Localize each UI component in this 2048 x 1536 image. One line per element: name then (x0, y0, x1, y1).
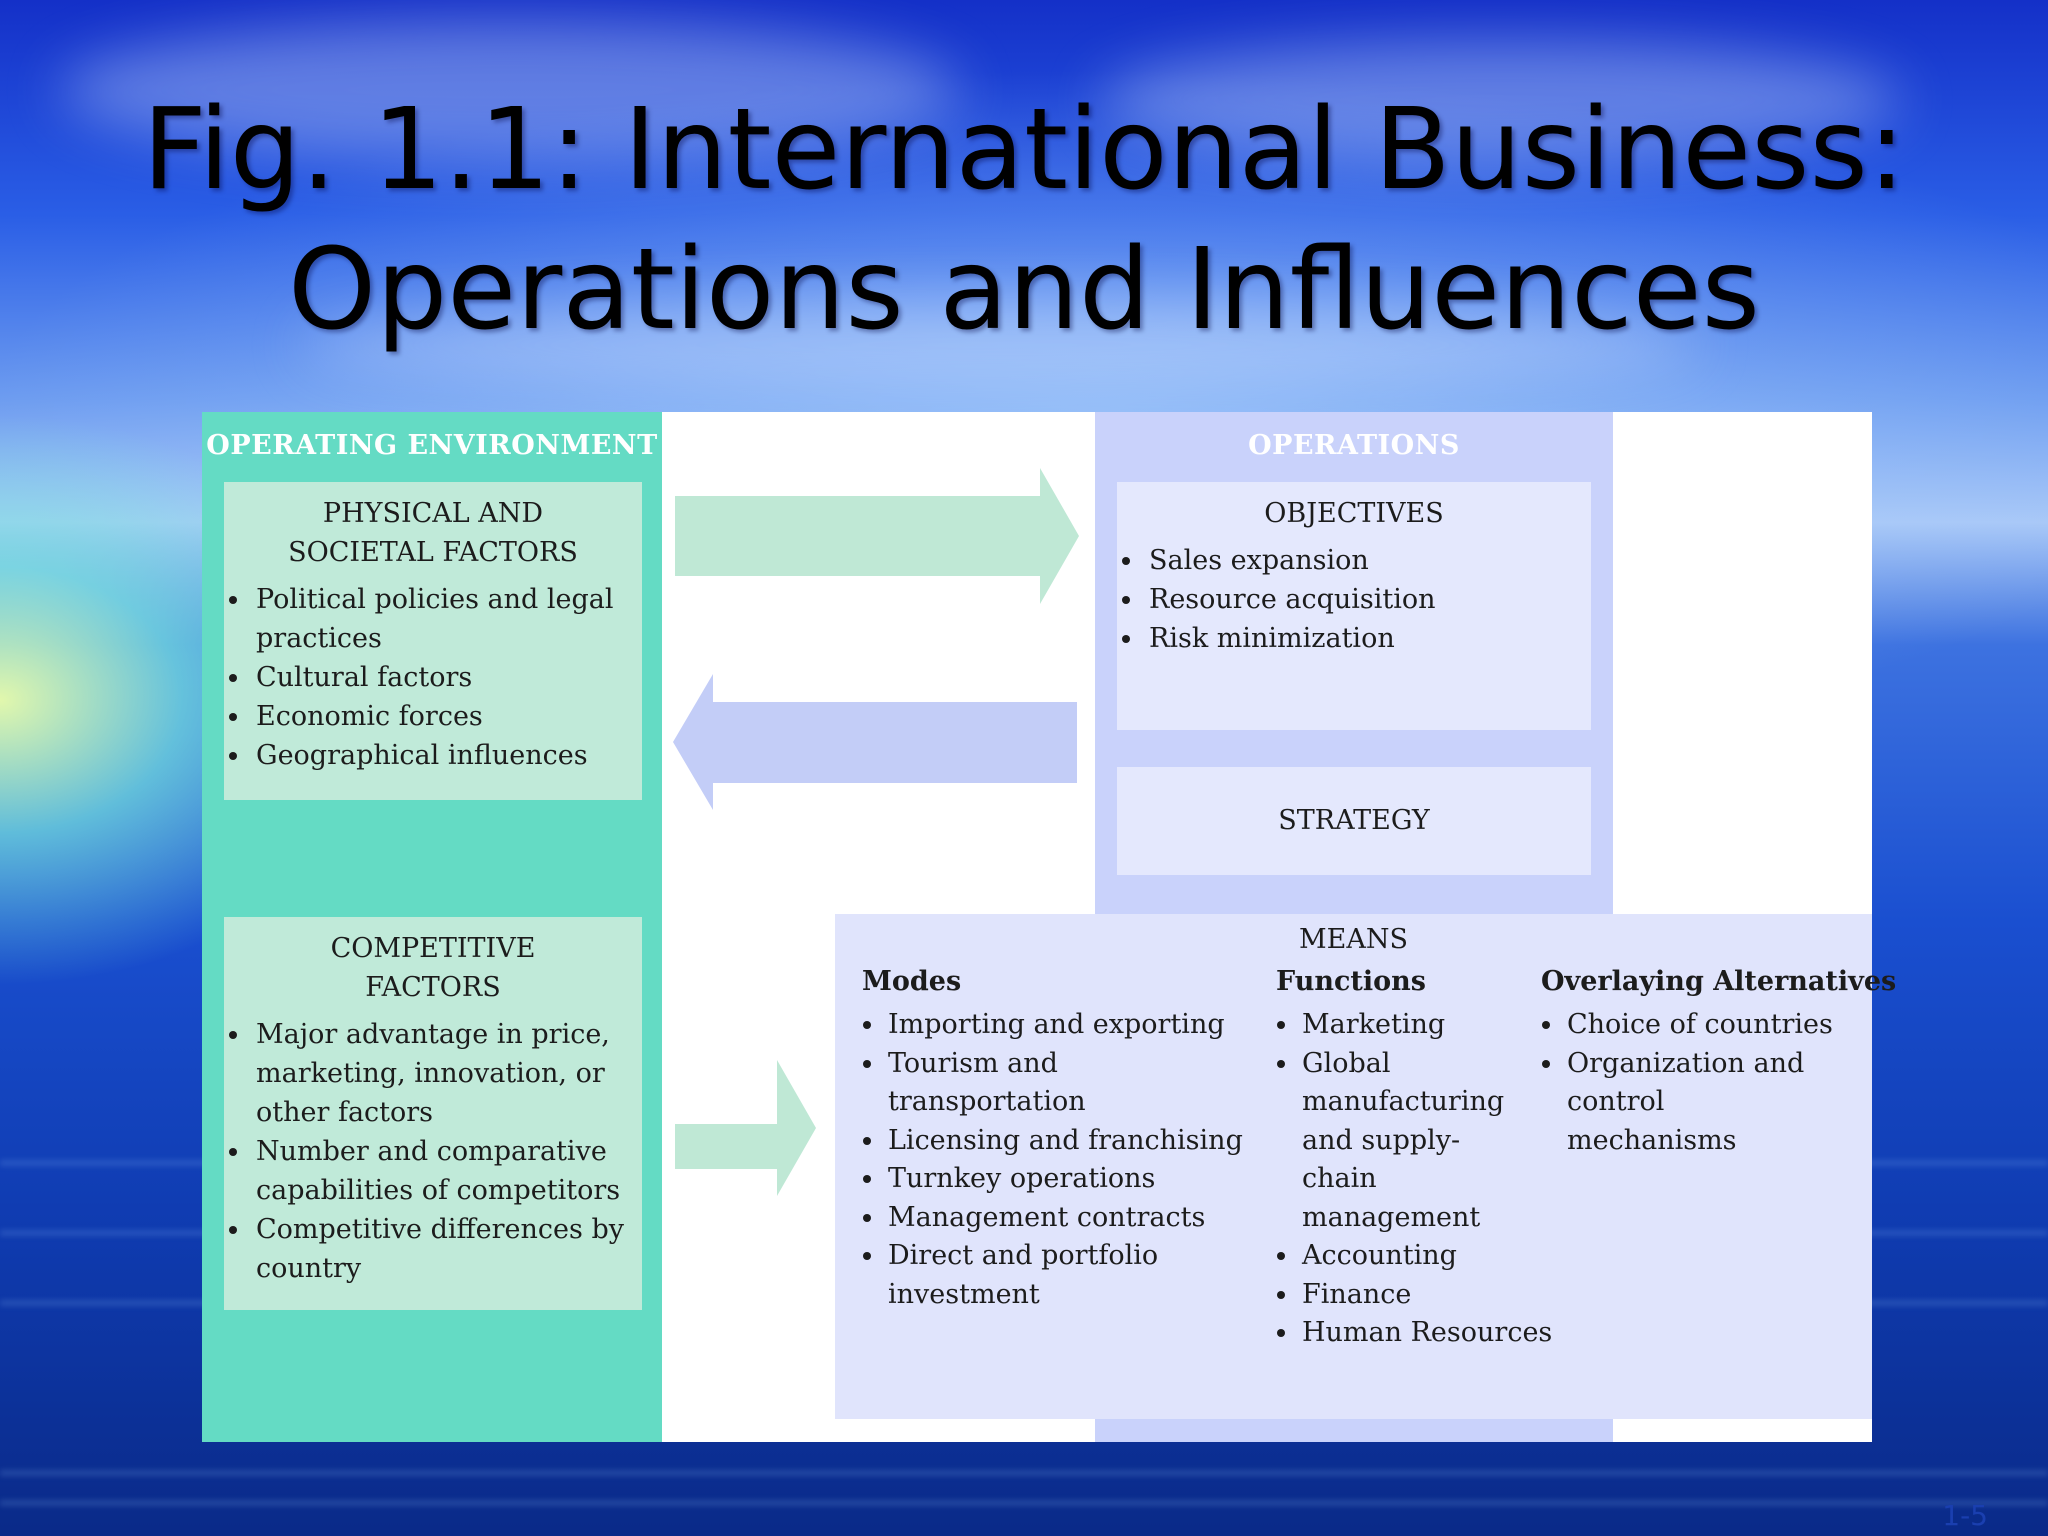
list-item: Cultural factors (252, 658, 642, 697)
list-item: Resource acquisition (1145, 580, 1591, 619)
modes-heading: Modes (862, 966, 962, 997)
list-item: Number and comparative capabilities of c… (252, 1132, 642, 1210)
overlaying-alternatives-heading: Overlaying Alternatives (1541, 966, 1897, 997)
sky-cloud (1100, 40, 1900, 160)
physical-societal-list: Political policies and legal practices C… (224, 580, 642, 775)
means-heading: MEANS (1299, 924, 1408, 955)
overlaying-alternatives-column: Overlaying Alternatives Choice of countr… (1541, 964, 1897, 1160)
flow-arrows (673, 468, 1079, 1196)
list-item: Major advantage in price, marketing, inn… (252, 1015, 642, 1132)
arrow-right-to-means (675, 1060, 816, 1196)
list-item: Choice of countries (1565, 1006, 1866, 1045)
list-item: Organization and control mechanisms (1565, 1045, 1837, 1161)
functions-heading: Functions (1276, 966, 1426, 997)
list-item: Direct and portfolio investment (886, 1237, 1188, 1314)
page-number: 1-5 (1942, 1499, 1988, 1532)
list-item: Economic forces (252, 697, 642, 736)
slide-title: Fig. 1.1: International Business: Operat… (0, 80, 2048, 360)
competitive-factors-box: COMPETITIVE FACTORS Major advantage in p… (224, 917, 642, 1310)
means-box: MEANS Modes Importing and exporting Tour… (835, 914, 1897, 1419)
list-item: Human Resources (1300, 1314, 1552, 1353)
physical-societal-heading-line-1: PHYSICAL AND (322, 498, 544, 529)
list-item: Finance (1300, 1276, 1541, 1315)
list-item: Accounting (1300, 1237, 1541, 1276)
physical-societal-heading: PHYSICAL AND SOCIETAL FACTORS (224, 494, 642, 572)
sea-wave (0, 1500, 2048, 1506)
operating-environment-header: OPERATING ENVIRONMENT (206, 430, 658, 461)
slide-title-line-2: Operations and Influences (288, 225, 1760, 355)
objectives-box: OBJECTIVES Sales expansion Resource acqu… (1117, 482, 1591, 730)
modes-list: Importing and exporting Tourism and tran… (862, 1006, 1252, 1314)
slide-title-line-1: Fig. 1.1: International Business: (142, 85, 1906, 215)
competitive-heading: COMPETITIVE FACTORS (224, 929, 642, 1007)
list-item: Tourism and transportation (886, 1045, 1252, 1122)
sky-cloud (60, 20, 960, 160)
list-item: Licensing and franchising (886, 1122, 1252, 1161)
objectives-list: Sales expansion Resource acquisition Ris… (1117, 541, 1591, 658)
list-item: Importing and exporting (886, 1006, 1252, 1045)
sea-wave (0, 1470, 2048, 1476)
list-item: Risk minimization (1145, 619, 1591, 658)
competitive-heading-line-2: FACTORS (365, 972, 501, 1003)
physical-societal-factors-box: PHYSICAL AND SOCIETAL FACTORS Political … (224, 482, 642, 800)
modes-column: Modes Importing and exporting Tourism an… (862, 964, 1252, 1314)
functions-list: Marketing Global manufacturing and suppl… (1276, 1006, 1552, 1353)
overlaying-alternatives-list: Choice of countries Organization and con… (1541, 1006, 1866, 1160)
sky-cloud (300, 300, 1700, 390)
objectives-heading: OBJECTIVES (1264, 498, 1444, 529)
list-item: Turnkey operations (886, 1160, 1252, 1199)
list-item: Political policies and legal practices (252, 580, 642, 658)
competitive-heading-line-1: COMPETITIVE (330, 933, 536, 964)
list-item: Marketing (1300, 1006, 1541, 1045)
list-item: Geographical influences (252, 736, 642, 775)
arrow-left-to-environment (673, 674, 1077, 810)
strategy-box: STRATEGY (1117, 767, 1591, 875)
list-item: Sales expansion (1145, 541, 1591, 580)
list-item: Competitive differences by country (252, 1210, 642, 1288)
list-item: Global manufacturing and supply-chain ma… (1300, 1045, 1517, 1238)
operations-header: OPERATIONS (1248, 430, 1460, 461)
list-item: Management contracts (886, 1199, 1252, 1238)
business-diagram: OPERATING ENVIRONMENT OPERATIONS PHYSICA… (202, 412, 1897, 1442)
strategy-heading: STRATEGY (1278, 805, 1430, 836)
arrow-right-to-objectives (675, 468, 1079, 604)
competitive-list: Major advantage in price, marketing, inn… (224, 1015, 642, 1288)
physical-societal-heading-line-2: SOCIETAL FACTORS (288, 537, 578, 568)
functions-column: Functions Marketing Global manufacturing… (1276, 964, 1552, 1353)
